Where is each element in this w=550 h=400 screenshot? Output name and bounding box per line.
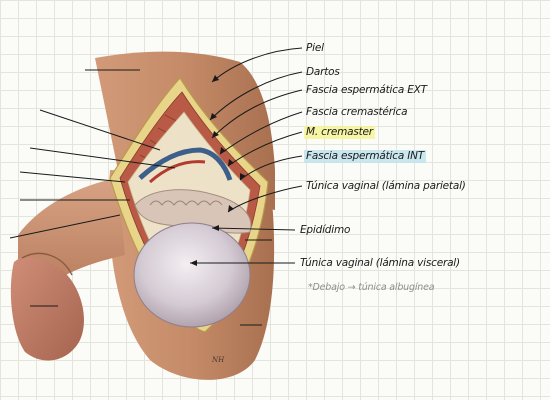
epididymis-coils (149, 200, 223, 206)
pointer-left-3 (29, 147, 176, 169)
label-fascia-cremasterica: Fascia cremastérica (306, 106, 408, 118)
arrowhead-tunica-parietal (228, 205, 234, 212)
label-tunica-vaginal-visceral: Túnica vaginal (lámina visceral) (300, 257, 460, 269)
glans (10, 256, 84, 361)
arrowheads (190, 75, 246, 266)
epididymis (134, 189, 252, 234)
label-piel: Piel (306, 42, 324, 54)
arrowhead-cremaster (228, 159, 234, 166)
leader-lines (9, 47, 303, 326)
arrowhead-fascia-int (240, 173, 246, 180)
leader-fascia-ext (211, 89, 303, 139)
leader-dartos (209, 71, 303, 121)
arrowhead-fascia-crem (220, 147, 226, 154)
artist-signature: NH (212, 356, 225, 364)
label-epididimo: Epidídimo (300, 224, 351, 236)
label-cremaster: M. cremaster (304, 126, 375, 139)
arrowhead-dartos (210, 113, 217, 120)
arrowhead-tunica-visceral (190, 260, 197, 266)
leader-fascia-crem (219, 111, 303, 155)
label-fascia-espermatica-int: Fascia espermática INT (304, 150, 426, 163)
pointer-left-2 (39, 109, 161, 151)
arrowhead-fascia-ext (212, 131, 219, 138)
leader-cremaster (227, 131, 303, 167)
foreskin-fold (21, 252, 73, 276)
leader-piel (211, 47, 303, 83)
label-tunica-vaginal-parietal: Túnica vaginal (lámina parietal) (306, 180, 466, 192)
label-fascia-espermatica-ext: Fascia espermática EXT (306, 84, 427, 96)
arrowhead-epididimo (212, 225, 219, 231)
leader-epididimo (211, 227, 296, 231)
testis (133, 222, 251, 328)
pointer-left-4 (19, 171, 126, 183)
label-dartos: Dartos (306, 66, 340, 78)
arrowhead-piel (212, 75, 219, 82)
pointer-left-6 (9, 214, 121, 239)
spermatic-artery (149, 160, 206, 184)
note-tunica-albuginea: *Debajo → túnica albugínea (308, 282, 435, 293)
